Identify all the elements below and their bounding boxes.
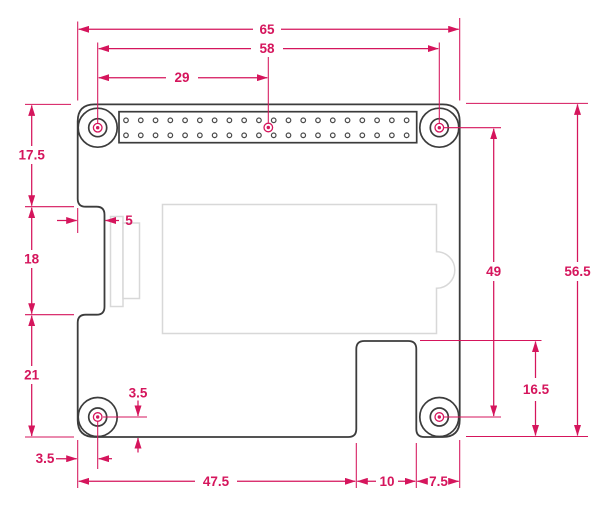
mounting-hole-top-left [77, 107, 119, 149]
label-hole-span-x: 58 [259, 41, 275, 56]
gpio-pin [329, 132, 336, 139]
flex-connector-body [122, 222, 141, 300]
dimension-lines [28, 25, 581, 485]
dimension-labels: 65 58 29 17.5 18 21 5 49 56.5 16.5 3.5 3… [19, 22, 592, 489]
gpio-pin [211, 117, 218, 124]
label-bottom-notch-width: 10 [379, 474, 394, 489]
board [76, 57, 461, 438]
label-board-width: 65 [259, 22, 275, 37]
gpio-pin [226, 132, 233, 139]
gpio-pin [241, 132, 248, 139]
gpio-pin [137, 117, 144, 124]
gpio-center-dot [266, 125, 270, 130]
component-outline [161, 203, 456, 335]
gpio-pin [388, 117, 395, 124]
gpio-center-ring [263, 122, 274, 133]
hole-center-ring [92, 412, 103, 422]
label-left-notch-depth: 5 [125, 213, 133, 228]
label-hole-offset-x: 3.5 [36, 451, 55, 466]
gpio-center-marker [263, 57, 274, 133]
hole-center-dot [96, 415, 100, 419]
gpio-pin [196, 117, 203, 124]
label-notch-to-bottom: 21 [24, 368, 40, 383]
label-board-height: 56.5 [564, 264, 591, 279]
hole-center-ring [434, 122, 445, 133]
gpio-pin [270, 132, 277, 139]
gpio-pin [374, 132, 380, 139]
hole-center-ring [92, 122, 103, 133]
gpio-pin [403, 132, 410, 139]
extension-lines [25, 18, 588, 488]
label-bottom-span-left: 47.5 [203, 474, 230, 489]
gpio-pins [123, 117, 410, 139]
hole-center-dot [96, 126, 100, 130]
hole-center-dot [437, 415, 441, 419]
gpio-pin [182, 117, 188, 124]
gpio-pin [196, 132, 203, 139]
gpio-pin [211, 132, 218, 139]
gpio-pin [344, 132, 351, 139]
flex-connector-slot [109, 215, 124, 308]
hole-center-ring [434, 412, 445, 422]
gpio-pin [315, 132, 321, 139]
label-bottom-notch-height: 16.5 [523, 382, 550, 397]
label-notch-height: 18 [24, 252, 40, 267]
gpio-pin [152, 117, 159, 124]
label-hole-to-center: 29 [174, 70, 189, 85]
gpio-pin [329, 117, 336, 124]
gpio-pin [315, 117, 321, 124]
gpio-pin [167, 117, 174, 124]
gpio-pin [359, 132, 366, 139]
gpio-pin [374, 117, 380, 124]
gpio-pin [226, 117, 233, 124]
label-hole-span-y: 49 [486, 264, 501, 279]
gpio-pin [300, 117, 307, 124]
gpio-pin [182, 132, 188, 139]
gpio-pin [152, 132, 159, 139]
gpio-pin [359, 117, 366, 124]
gpio-pin [403, 117, 410, 124]
gpio-pin [344, 117, 351, 124]
gpio-pin [256, 117, 262, 124]
gpio-pin [137, 132, 144, 139]
gpio-pin [388, 132, 395, 139]
gpio-pin [300, 132, 307, 139]
gpio-pin [167, 132, 174, 139]
label-hole-offset-y: 3.5 [129, 386, 148, 401]
hole-center-dot [437, 126, 441, 130]
gpio-pin [123, 117, 129, 124]
label-bottom-span-right: 7.5 [429, 474, 448, 489]
gpio-pin [285, 117, 292, 124]
gpio-pin [123, 132, 129, 139]
label-top-to-notch: 17.5 [19, 148, 46, 163]
gpio-pin [270, 117, 277, 124]
gpio-pin [241, 117, 248, 124]
gpio-pin [285, 132, 292, 139]
gpio-pin [256, 132, 262, 139]
